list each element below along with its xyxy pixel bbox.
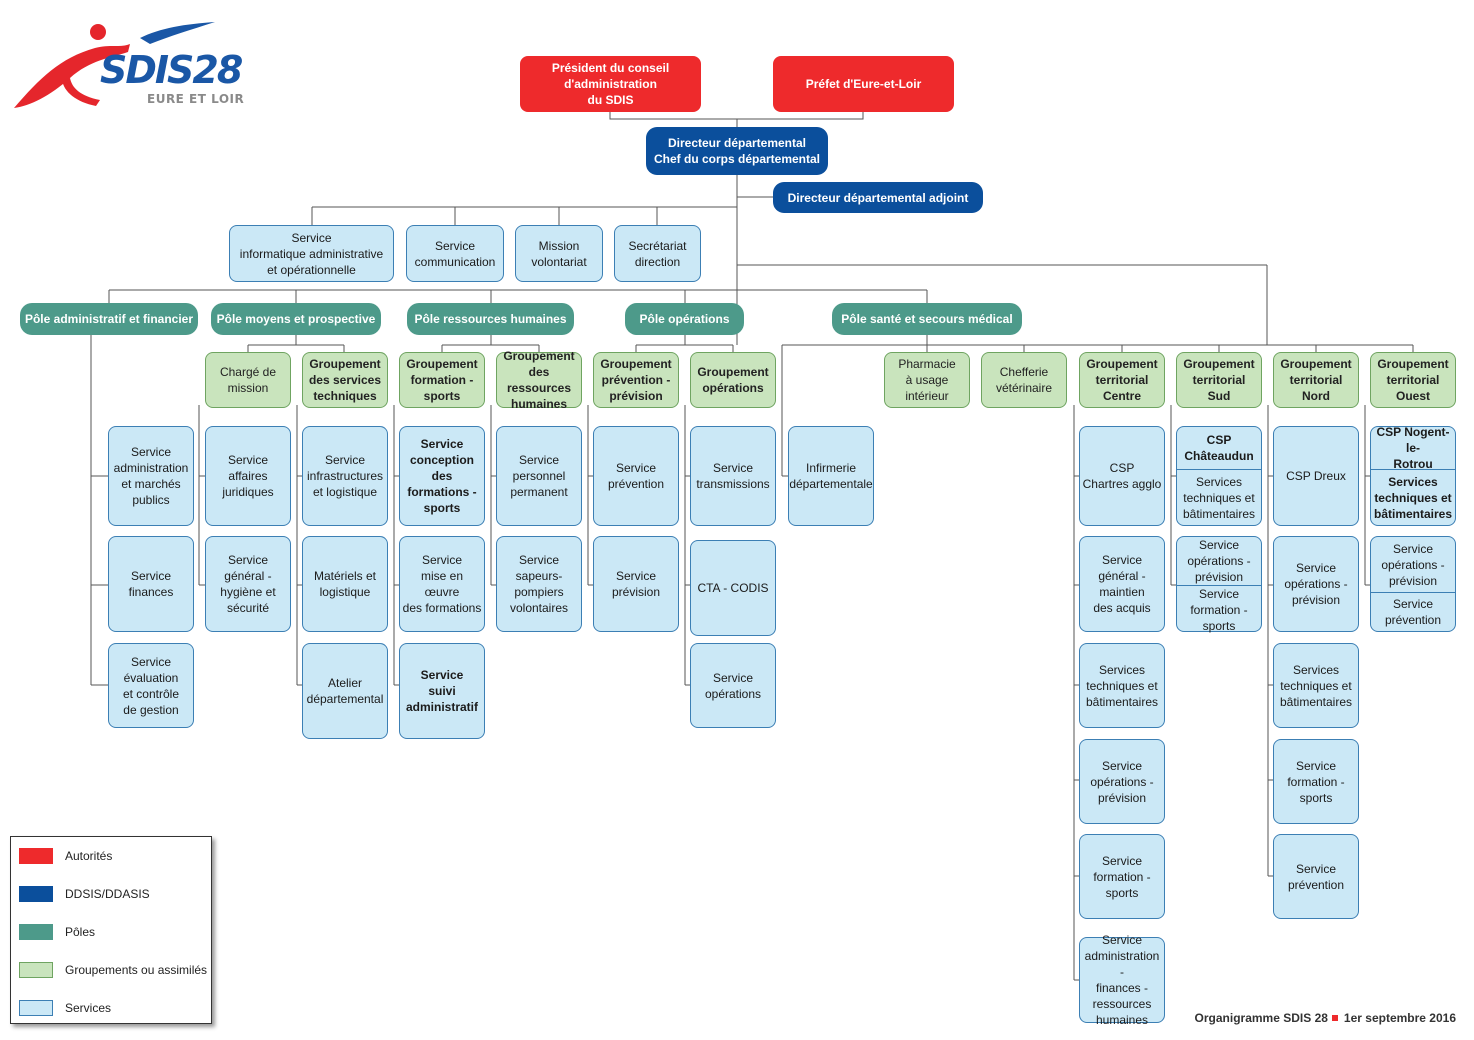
pole-moyens: Pôle moyens et prospective bbox=[211, 303, 381, 335]
groupement-operations: Groupement opérations bbox=[690, 352, 776, 408]
legend-label: Pôles bbox=[65, 925, 96, 939]
president-box: Président du conseil d'administration du… bbox=[520, 56, 701, 112]
csp-nogent-le-rotrou: CSP Nogent-le- Rotrou bbox=[1376, 425, 1450, 471]
ouest-csp-nogent-box: CSP Nogent-le- Rotrou Services technique… bbox=[1370, 425, 1456, 526]
groupement-services-techniques: Groupement des services techniques bbox=[302, 352, 388, 408]
sud-csp-chateaudun-box: CSP Châteaudun Services techniques et bâ… bbox=[1176, 426, 1262, 526]
prefet-box: Préfet d'Eure-et-Loir bbox=[773, 56, 954, 112]
service-hygiene-securite: Service général - hygiène et sécurité bbox=[205, 536, 291, 632]
centre-service-administration: Service administration - finances - ress… bbox=[1079, 933, 1165, 1027]
centre-service-general: Service général - maintien des acquis bbox=[1079, 536, 1165, 632]
ouest-operations-prevention-box: Service opérations - prévision Service p… bbox=[1370, 536, 1456, 632]
ouest-service-operations: Service opérations - prévision bbox=[1381, 541, 1445, 588]
legend-item: Groupements ou assimilés bbox=[19, 961, 207, 979]
service-affaires-juridiques: Service affaires juridiques bbox=[205, 426, 291, 526]
csp-chateaudun: CSP Châteaudun bbox=[1184, 433, 1254, 463]
legend-swatch-services bbox=[19, 1000, 53, 1016]
sud-operations-formation-box: Service opérations - prévision Service f… bbox=[1176, 536, 1262, 634]
legend-item: Services bbox=[19, 999, 111, 1017]
groupement-territorial-centre: Groupement territorial Centre bbox=[1079, 352, 1165, 408]
service-sapeurs-pompiers-volontaires: Service sapeurs- pompiers volontaires bbox=[496, 536, 582, 632]
service-suivi-administratif: Service suivi administratif bbox=[399, 643, 485, 739]
csp-chartres-agglo: CSP Chartres agglo bbox=[1079, 426, 1165, 526]
charge-de-mission: Chargé de mission bbox=[205, 352, 291, 408]
csp-dreux: CSP Dreux bbox=[1273, 426, 1359, 526]
footer-title: Organigramme SDIS 28 bbox=[1194, 1011, 1328, 1025]
footer-date: 1er septembre 2016 bbox=[1343, 1011, 1456, 1025]
service-prevention: Service prévention bbox=[593, 426, 679, 526]
nord-service-operations: Service opérations - prévision bbox=[1273, 536, 1359, 632]
legend-swatch-ddsis bbox=[19, 886, 53, 902]
legend-swatch-autorites bbox=[19, 848, 53, 864]
service-prevision: Service prévision bbox=[593, 536, 679, 632]
infirmerie-departementale: Infirmerie départementale bbox=[788, 426, 874, 526]
nord-service-prevention: Service prévention bbox=[1273, 834, 1359, 919]
logo-subtitle: EURE ET LOIR bbox=[147, 92, 245, 106]
service-operations: Service opérations bbox=[690, 643, 776, 728]
pharmacie: Pharmacie à usage intérieur bbox=[884, 352, 970, 408]
groupement-territorial-ouest: Groupement territorial Ouest bbox=[1370, 352, 1456, 408]
pole-administratif: Pôle administratif et financier bbox=[20, 303, 198, 335]
service-infrastructures: Service infrastructures et logistique bbox=[302, 426, 388, 526]
legend-label: Groupements ou assimilés bbox=[65, 963, 208, 977]
pole-ressources-humaines: Pôle ressources humaines bbox=[407, 303, 574, 335]
ouest-service-prevention: Service prévention bbox=[1371, 592, 1455, 631]
sud-services-techniques: Services techniques et bâtimentaires bbox=[1177, 469, 1261, 525]
centre-services-techniques: Services techniques et bâtimentaires bbox=[1079, 643, 1165, 728]
service-conception-formations: Service conception des formations - spor… bbox=[399, 426, 485, 526]
footer-square-icon bbox=[1331, 1015, 1338, 1021]
groupement-formation-sports: Groupement formation - sports bbox=[399, 352, 485, 408]
pole-operations: Pôle opérations bbox=[625, 303, 744, 335]
legend: Autorités DDSIS/DDASIS Pôles Groupements… bbox=[10, 836, 212, 1024]
legend-item: Pôles bbox=[19, 923, 95, 941]
legend-swatch-poles bbox=[19, 924, 53, 940]
service-transmissions: Service transmissions bbox=[690, 426, 776, 526]
logo-wordmark: SDIS28 bbox=[100, 48, 243, 92]
service-mise-en-oeuvre: Service mise en œuvre des formations bbox=[399, 536, 485, 632]
director-box: Directeur départemental Chef du corps dé… bbox=[646, 127, 828, 175]
sdis28-logo: SDIS28 EURE ET LOIR bbox=[10, 18, 250, 116]
groupement-ressources-humaines: Groupement des ressources humaines bbox=[496, 349, 582, 411]
centre-service-operations: Service opérations - prévision bbox=[1079, 739, 1165, 824]
groupement-territorial-nord: Groupement territorial Nord bbox=[1273, 352, 1359, 408]
deputy-director-box: Directeur départemental adjoint bbox=[773, 182, 983, 213]
service-communication: Service communication bbox=[406, 225, 504, 282]
nord-service-formation: Service formation - sports bbox=[1273, 739, 1359, 824]
centre-service-formation: Service formation - sports bbox=[1079, 834, 1165, 919]
service-informatique: Service informatique administrative et o… bbox=[229, 225, 394, 282]
sud-service-formation: Service formation - sports bbox=[1177, 585, 1261, 634]
sud-service-operations: Service opérations - prévision bbox=[1187, 538, 1251, 584]
mission-volontariat: Mission volontariat bbox=[515, 225, 603, 282]
service-administration-marches: Service administration et marchés public… bbox=[108, 426, 194, 526]
runner-icon bbox=[14, 22, 215, 108]
service-evaluation: Service évaluation et contrôle de gestio… bbox=[108, 643, 194, 728]
legend-label: Autorités bbox=[65, 849, 113, 863]
legend-label: DDSIS/DDASIS bbox=[65, 887, 150, 901]
service-personnel-permanent: Service personnel permanent bbox=[496, 426, 582, 526]
chefferie-veterinaire: Chefferie vétérinaire bbox=[981, 352, 1067, 408]
atelier-departemental: Atelier départemental bbox=[302, 643, 388, 739]
nord-services-techniques: Services techniques et bâtimentaires bbox=[1273, 643, 1359, 728]
service-finances: Service finances bbox=[108, 536, 194, 632]
legend-swatch-groupements bbox=[19, 962, 53, 978]
secretariat-direction: Secrétariat direction bbox=[614, 225, 701, 282]
legend-item: Autorités bbox=[19, 847, 112, 865]
groupement-territorial-sud: Groupement territorial Sud bbox=[1176, 352, 1262, 408]
pole-sante: Pôle santé et secours médical bbox=[832, 303, 1022, 335]
legend-item: DDSIS/DDASIS bbox=[19, 885, 150, 903]
cta-codis: CTA - CODIS bbox=[690, 540, 776, 636]
materiels-logistique: Matériels et logistique bbox=[302, 536, 388, 632]
footer: Organigramme SDIS 28 1er septembre 2016 bbox=[1170, 1011, 1456, 1025]
legend-label: Services bbox=[65, 1001, 112, 1015]
ouest-services-techniques: Services techniques et bâtimentaires bbox=[1371, 469, 1455, 525]
groupement-prevention-prevision: Groupement prévention - prévision bbox=[593, 352, 679, 408]
